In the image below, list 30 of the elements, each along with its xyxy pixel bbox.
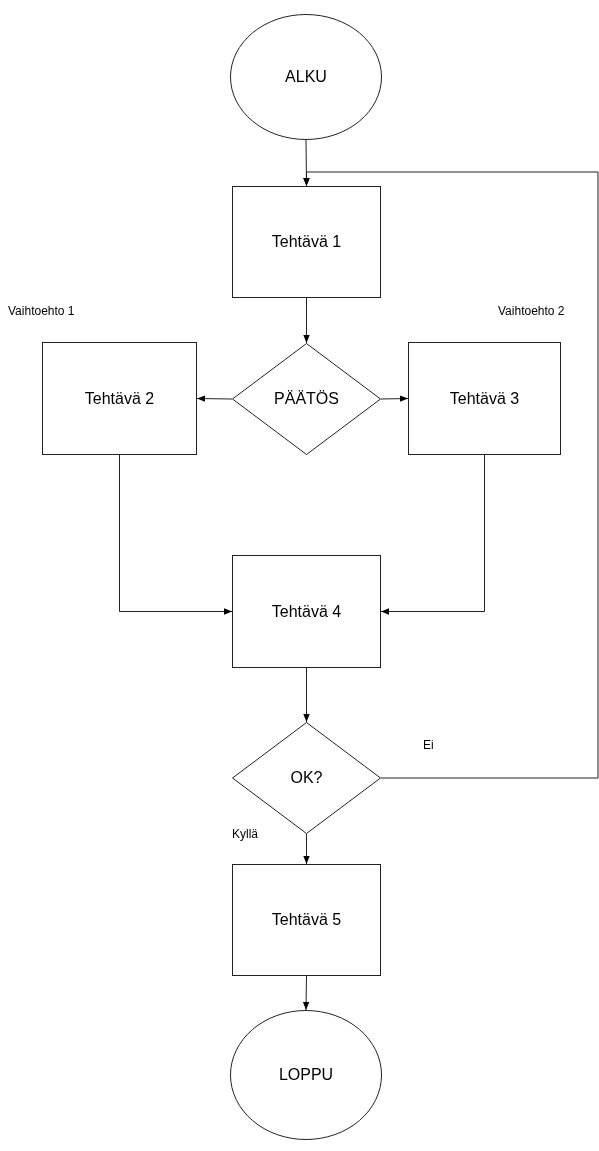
process-box [232, 864, 381, 976]
node-label: Tehtävä 1 [271, 233, 342, 251]
arrow [303, 297, 310, 344]
branch-label: Vaihtoehto 2 [498, 304, 565, 318]
node-label: Tehtävä 4 [271, 602, 342, 621]
arrow [380, 395, 409, 402]
terminal-ellipse [230, 1010, 382, 1140]
decision-diamond [232, 343, 381, 455]
node-label: Tehtävä 2 [84, 389, 155, 408]
edge-label: Ei [423, 738, 434, 752]
process-box [232, 186, 381, 298]
arrow [302, 975, 310, 1011]
node-label: Tehtävä 5 [271, 911, 342, 929]
arrow [196, 395, 233, 402]
arrow [303, 667, 310, 723]
node-label: Tehtävä 3 [449, 389, 520, 408]
node-label: LOPPU [278, 1066, 334, 1084]
node-label: ALKU [285, 68, 327, 86]
arrow [119, 454, 233, 615]
edge-label: Kyllä [232, 827, 258, 841]
node-label: OK? [290, 769, 323, 787]
arrow [380, 454, 485, 615]
node-label: PÄÄTÖS [274, 390, 339, 408]
branch-label: Vaihtoehto 1 [8, 304, 75, 318]
terminal-ellipse [230, 14, 382, 140]
process-box [232, 555, 381, 668]
arrow [303, 833, 310, 865]
process-box [42, 342, 197, 455]
process-box [408, 342, 561, 455]
arrow [303, 171, 599, 779]
